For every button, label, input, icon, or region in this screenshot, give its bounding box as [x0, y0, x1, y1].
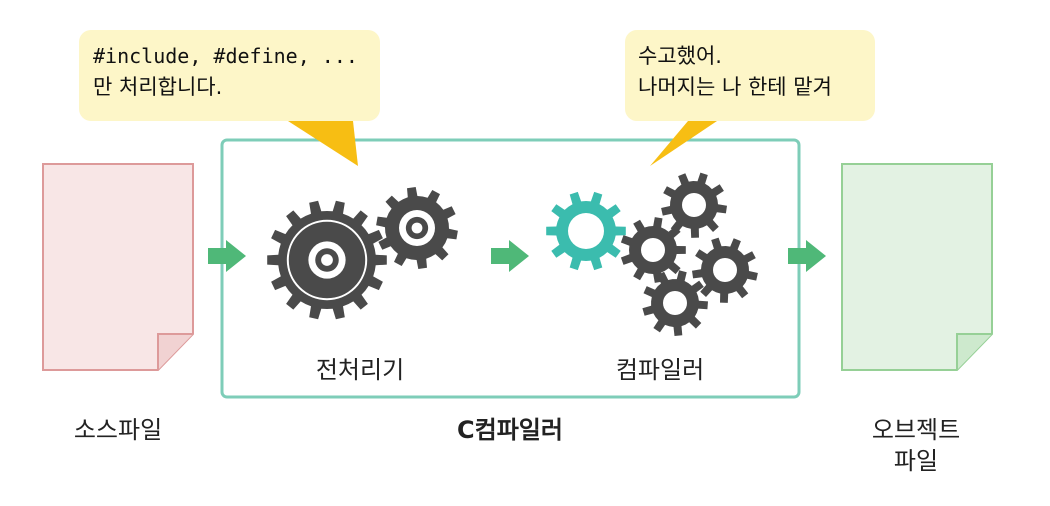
object-file-label-line1: 오브젝트	[871, 416, 961, 444]
bubble-tail-preprocessor	[288, 121, 358, 166]
small-gear-icon	[692, 237, 758, 303]
small-gear-icon	[661, 172, 727, 238]
small-gear-icon	[642, 270, 708, 336]
object-file-icon	[841, 163, 993, 371]
preprocessor-bubble-text: #include, #define, ... 만 처리합니다.	[93, 41, 358, 103]
arrow-right-icon	[491, 240, 529, 272]
compiler-bubble-line2: 나머지는 나 한테 맡겨	[638, 75, 832, 99]
medium-gear-icon	[376, 187, 458, 269]
compiler-bubble-line1: 수고했어.	[638, 44, 722, 68]
speech-bubble-compiler	[625, 30, 875, 121]
compiler-bubble-text: 수고했어. 나머지는 나 한테 맡겨	[638, 41, 832, 103]
teal-gear-icon	[546, 191, 626, 271]
small-gear-icon	[620, 217, 686, 283]
arrow-right-icon	[788, 240, 826, 272]
source-file-icon	[42, 163, 194, 371]
preprocessor-bubble-line1: #include, #define, ...	[93, 44, 358, 68]
preprocessor-label: 전처리기	[315, 356, 405, 384]
large-gear-icon	[267, 200, 387, 320]
arrow-right-icon	[208, 240, 246, 272]
speech-bubble-preprocessor	[79, 30, 380, 121]
preprocessor-bubble-line2: 만 처리합니다.	[93, 75, 223, 99]
c-compiler-label: C컴파일러	[457, 416, 563, 444]
c-compiler-inner-label: 컴파일러	[615, 356, 705, 384]
bubble-tail-compiler	[650, 121, 717, 166]
object-file-label-line2: 파일	[893, 447, 939, 475]
source-file-label: 소스파일	[73, 416, 163, 444]
gears-group	[267, 172, 758, 336]
